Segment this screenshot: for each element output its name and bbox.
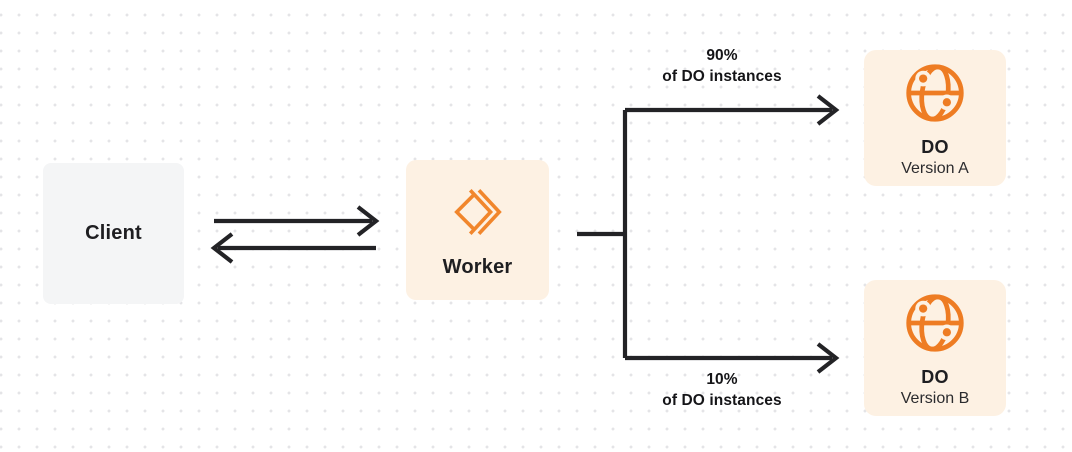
arrowhead-right-icon — [816, 342, 840, 374]
object-dot — [942, 98, 951, 107]
edge-label-10-percent: 10% of DO instances — [617, 369, 827, 411]
client-label: Client — [85, 222, 142, 244]
edge-label-line2: of DO instances — [662, 68, 782, 85]
edge-worker-to-client-arrow — [210, 232, 376, 264]
do-b-subtitle: Version B — [900, 390, 970, 407]
workers-chevron-icon — [453, 189, 502, 235]
node-worker: Worker — [406, 160, 549, 300]
durable-object-globe-icon — [906, 294, 964, 352]
object-dot — [919, 74, 928, 83]
node-do-version-b: DO Version B — [864, 280, 1006, 416]
durable-object-globe-icon — [906, 64, 964, 122]
edge-label-line1: 10% — [706, 371, 738, 388]
object-dot — [942, 328, 951, 337]
edge-label-line2: of DO instances — [662, 392, 782, 409]
node-do-version-a: DO Version A — [864, 50, 1006, 186]
arrowhead-left-icon — [210, 232, 234, 264]
edge-label-90-percent: 90% of DO instances — [617, 45, 827, 87]
do-b-title: DO — [921, 367, 949, 387]
worker-label: Worker — [442, 256, 513, 278]
edge-client-to-worker-arrow — [214, 205, 380, 237]
arrowhead-right-icon — [816, 94, 840, 126]
edge-label-line1: 90% — [706, 47, 738, 64]
do-a-subtitle: Version A — [901, 160, 969, 177]
object-dot — [919, 304, 928, 313]
edge-worker-branch — [577, 94, 840, 374]
node-client: Client — [43, 163, 184, 304]
arrowhead-right-icon — [356, 205, 380, 237]
do-a-title: DO — [921, 137, 949, 157]
